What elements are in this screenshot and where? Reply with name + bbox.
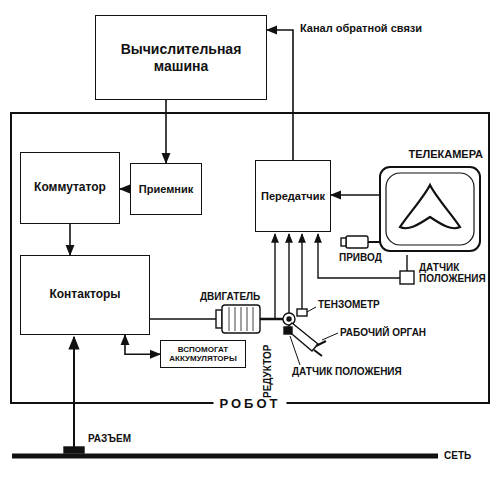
part-label: РАБОЧИЙ ОРГАН [340, 327, 426, 338]
motor-cap [216, 310, 222, 328]
gripper [314, 341, 326, 356]
part-label: РЕДУКТОР [262, 345, 273, 398]
motor-rib [229, 307, 230, 331]
sensor-link [406, 255, 407, 271]
part-label: ТЕНЗОМЕТР [318, 299, 380, 310]
power-wire [73, 337, 75, 447]
housing-label: РОБОТ [213, 397, 286, 412]
leader-line [290, 336, 300, 365]
motor-wire [150, 318, 216, 319]
signal-arrow [120, 188, 130, 190]
process-box: Приемник [130, 163, 202, 215]
reducer-hub [287, 317, 291, 321]
node-label: Контакторы [49, 288, 120, 302]
node-label: Передатчик [261, 190, 325, 203]
tensometer [297, 309, 307, 316]
edge-label: Канал обратной связи [300, 22, 422, 34]
motor-rib [247, 307, 248, 331]
motor-shaft [260, 318, 283, 321]
signal-arrow [125, 335, 160, 354]
leader-line [322, 333, 338, 340]
drive-motor [346, 236, 368, 248]
part-label: РАЗЪЕМ [88, 433, 131, 444]
connector-plug [64, 447, 84, 453]
drive-cap [341, 238, 346, 246]
camera-image [400, 185, 460, 228]
camera: ТЕЛЕКАМЕРА [372, 145, 487, 255]
node-label: ВСПОМОГАТ АККУМУЛЯТОРЫ [164, 345, 242, 363]
signal-arrow [69, 224, 71, 255]
position-sensor [284, 327, 292, 334]
leader-line [307, 307, 316, 312]
motor-rib [235, 307, 236, 331]
network-line [12, 454, 438, 459]
signal-arrow [331, 194, 380, 196]
camera-outline [372, 145, 487, 255]
process-box: Контакторы [20, 255, 150, 335]
signal-wire [274, 234, 275, 318]
process-box: Передатчик [255, 160, 331, 232]
camera-position-sensor [400, 271, 414, 284]
signal-wire [288, 234, 289, 313]
signal-wire [301, 234, 302, 309]
battery-box: ВСПОМОГАТ АККУМУЛЯТОРЫ [160, 340, 246, 368]
motor-body [222, 305, 260, 333]
part-label: ДАТЧИК ПОЛОЖЕНИЯ [292, 366, 402, 377]
computer-box: Вычислительная машина [95, 15, 267, 100]
signal-arrow [165, 100, 167, 163]
camera-screen [386, 173, 474, 245]
node-label: ТЕЛЕКАМЕРА [408, 148, 483, 161]
part-label: ДВИГАТЕЛЬ [200, 291, 260, 302]
node-label: Приемник [139, 183, 193, 196]
part-label: ДАТЧИК ПОЛОЖЕНИЯ [419, 262, 487, 284]
camera-body [380, 167, 480, 251]
node-label: Вычислительная машина [99, 41, 263, 73]
robot-housing: РОБОТКоммутаторПриемникПередатчикТЕЛЕКАМ… [10, 112, 490, 404]
part-label: СЕТЬ [444, 450, 471, 461]
motor-rib [253, 307, 254, 331]
signal-arrow [267, 30, 293, 160]
part-label: ПРИВОД [339, 252, 382, 263]
motor-ribs [229, 307, 253, 331]
motor-rib [241, 307, 242, 331]
process-box: Коммутатор [20, 152, 120, 224]
node-label: Коммутатор [34, 181, 106, 195]
